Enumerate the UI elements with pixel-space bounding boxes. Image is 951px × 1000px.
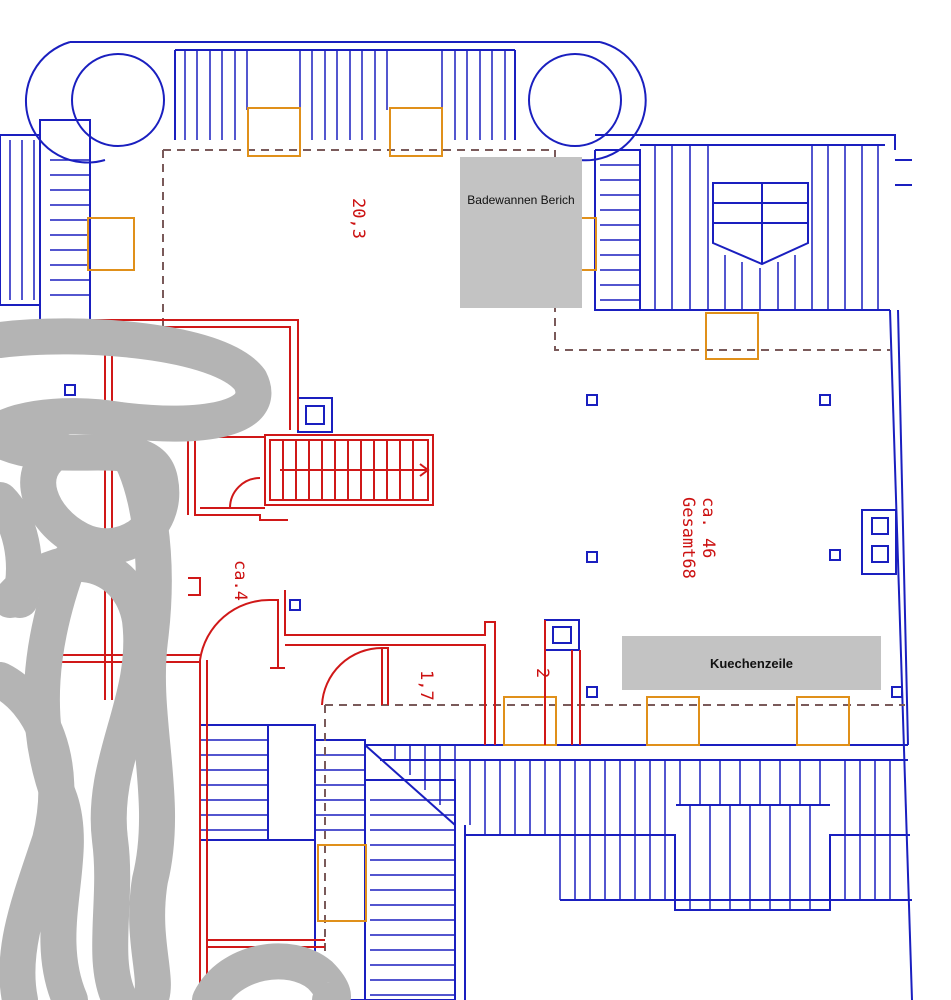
attic-stair-red: [264, 434, 434, 506]
interior-walls-red: [40, 319, 581, 1000]
roof-hatching-top: [184, 50, 506, 140]
area-main-line2: Gesamt68: [678, 497, 698, 579]
kitchen-label-text: Kuechenzeile: [709, 655, 794, 671]
roof-hatching-lower: [394, 745, 891, 910]
dormer: [712, 182, 809, 266]
bathroom-label-text: Badewannen Berich: [467, 193, 575, 207]
dim-1-7-text: 1,7: [416, 670, 436, 701]
dim-2-text: 2: [532, 668, 552, 679]
area-main-line1: ca. 46: [698, 497, 718, 559]
bathroom-area-label: Badewannen Berich: [460, 157, 582, 308]
redaction-scribble: [0, 318, 351, 1000]
stair-hatching-left: [9, 140, 90, 300]
roof-hatching-right: [600, 145, 879, 310]
stair-hatching-lower: [200, 739, 455, 996]
kitchen-area-label: Kuechenzeile: [622, 636, 881, 690]
area-top-text: 20,3: [348, 198, 368, 239]
area-left-text: ca.4: [230, 560, 250, 601]
